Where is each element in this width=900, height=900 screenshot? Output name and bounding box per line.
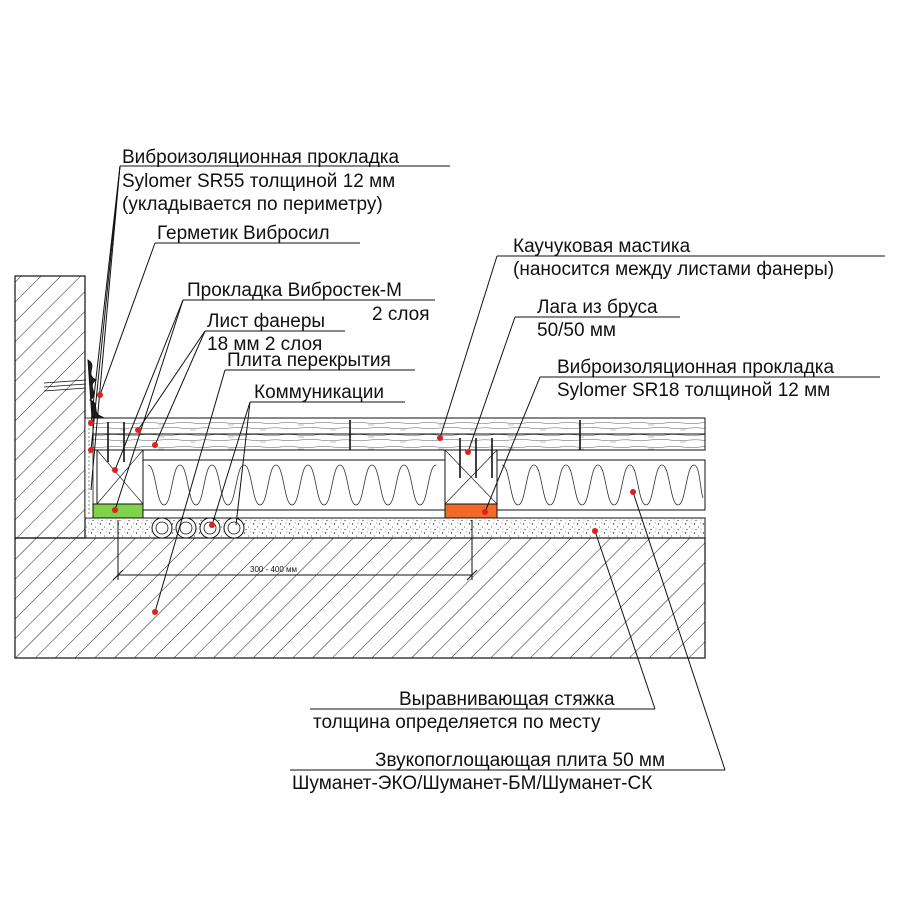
label-line: Шуманет-ЭКО/Шуманет-БМ/Шуманет-СК xyxy=(292,773,652,794)
label-line: Каучуковая мастика xyxy=(513,236,691,257)
sealant-bead xyxy=(87,359,105,419)
callout-sealant: Герметик Вибросил xyxy=(157,223,330,244)
label-line: Виброизоляционная прокладка xyxy=(122,147,400,168)
label-line: Звукопоглощающая плита 50 мм xyxy=(375,750,665,771)
callout-slab: Плита перекрытия xyxy=(227,350,391,371)
label-line: 2 слоя xyxy=(372,304,430,325)
perimeter-pad-sr55 xyxy=(84,417,94,519)
label-line: Sylomer SR55 толщиной 12 мм xyxy=(122,171,395,192)
callout-plywood: Лист фанеры 18 мм 2 слоя xyxy=(207,311,325,355)
plywood-layers xyxy=(92,417,706,451)
floor-slab xyxy=(14,537,706,659)
callout-communications: Коммуникации xyxy=(254,382,384,403)
label-line: Прокладка Вибростек-М xyxy=(187,280,402,301)
callout-perimeter-pad: Виброизоляционная прокладка Sylomer SR55… xyxy=(122,147,400,215)
callout-mastic: Каучуковая мастика (наносится между лист… xyxy=(513,236,834,280)
communication-pipes xyxy=(151,517,245,539)
dimension-line: 300 - 400 мм xyxy=(112,520,478,581)
absorber-slab-left xyxy=(142,459,446,511)
absorber-slab-right xyxy=(496,459,706,511)
label-line: Коммуникации xyxy=(254,382,384,403)
label-line: Выравнивающая стяжка xyxy=(399,689,615,710)
joist-right xyxy=(444,449,498,505)
callout-absorber: Звукопоглощающая плита 50 мм Шуманет-ЭКО… xyxy=(292,750,665,794)
label-line: Герметик Вибросил xyxy=(157,223,330,244)
label-line: Лист фанеры xyxy=(207,311,325,332)
dimension-label: 300 - 400 мм xyxy=(250,565,297,574)
callout-joist: Лага из бруса 50/50 мм xyxy=(537,297,658,341)
label-line: Лага из бруса xyxy=(537,297,658,318)
label-line: Sylomer SR18 толщиной 12 мм xyxy=(557,380,830,401)
red-markers xyxy=(88,392,636,615)
screws xyxy=(107,420,581,478)
sr55-pad-under-joist xyxy=(92,503,144,519)
label-line: 50/50 мм xyxy=(537,320,616,341)
label-line: Плита перекрытия xyxy=(227,350,391,371)
label-line: Виброизоляционная прокладка xyxy=(557,357,835,378)
callout-screed: Выравнивающая стяжка толщина определяетс… xyxy=(313,689,615,733)
label-line: 18 мм 2 слоя xyxy=(207,334,322,355)
callout-sr18-pad: Виброизоляционная прокладка Sylomer SR18… xyxy=(557,357,835,401)
callout-vibrostek: Прокладка Вибростек-М 2 слоя xyxy=(187,280,430,325)
label-line: (наносится между листами фанеры) xyxy=(513,259,834,280)
wall xyxy=(14,275,86,539)
wall-anchor xyxy=(43,379,87,392)
sr18-pad-under-joist xyxy=(444,503,498,519)
label-line: толщина определяется по месту xyxy=(313,712,601,733)
label-line: (укладывается по периметру) xyxy=(122,194,383,215)
leader-lines xyxy=(90,165,885,771)
